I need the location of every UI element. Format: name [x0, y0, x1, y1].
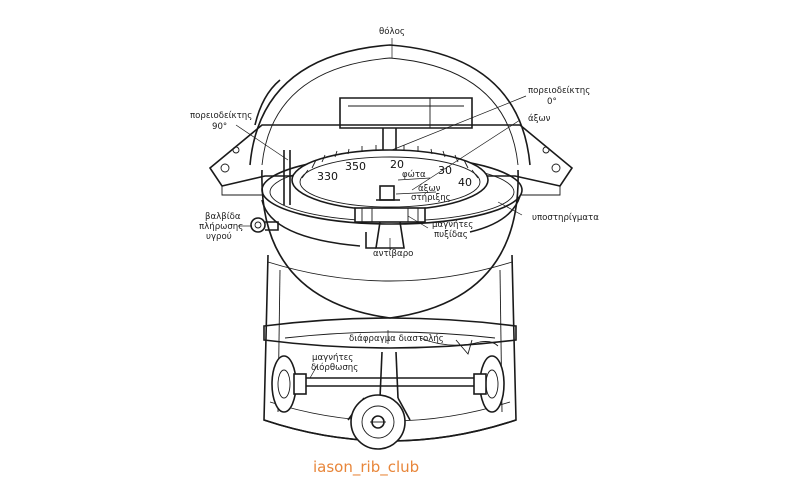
flange — [208, 124, 574, 196]
label-compass-magnets-line2: πυξίδας — [434, 230, 468, 240]
label-supports: υποστηρίγματα — [532, 213, 599, 223]
card-scale-40: 40 — [458, 176, 472, 189]
label-tholos: θόλος — [379, 26, 405, 37]
label-correction-magnets-line2: διόρθωσης — [311, 362, 358, 373]
label-heading-0-line2: 0° — [547, 97, 557, 107]
label-heading-90-line1: πορειοδείκτης — [190, 111, 252, 121]
card-scale-330: 330 — [317, 170, 338, 183]
compass-card: 330 350 20 30 40 — [291, 145, 489, 211]
card-scale-350: 350 — [345, 160, 366, 173]
label-pivot-line1: άξων — [418, 184, 441, 194]
label-valve-line1: βαλβίδα — [205, 212, 241, 222]
label-diaphragm: διάφραγμα διαστολής — [349, 334, 444, 344]
fill-valve — [250, 217, 279, 233]
label-valve-line2: πλήρωσης — [199, 222, 243, 232]
label-correction-magnets-line1: μαγνήτες — [312, 353, 353, 363]
card-scale-20: 20 — [390, 158, 404, 171]
dome — [249, 44, 531, 166]
card-scale-30: 30 — [438, 164, 452, 177]
label-heading-90-line2: 90° — [212, 122, 227, 132]
label-heading-0-line1: πορειοδείκτης — [528, 86, 590, 96]
label-lights: φώτα — [402, 169, 426, 180]
watermark-text: iason_rib_club — [313, 458, 419, 477]
labels: θόλος πορειοδείκτης 0° άξων πορειοδείκτη… — [190, 26, 599, 373]
label-pivot-line2: στήριξης — [411, 193, 451, 203]
correction-magnets — [271, 351, 505, 450]
label-valve-line3: υγρού — [206, 231, 232, 242]
label-axes: άξων — [528, 114, 551, 124]
leader-lines — [235, 38, 527, 379]
label-counterweight: αντίβαρο — [373, 249, 413, 259]
label-compass-magnets-line1: μαγνήτες — [432, 220, 473, 230]
lubber-post-90 — [283, 150, 291, 205]
expansion-diaphragm — [263, 317, 517, 355]
